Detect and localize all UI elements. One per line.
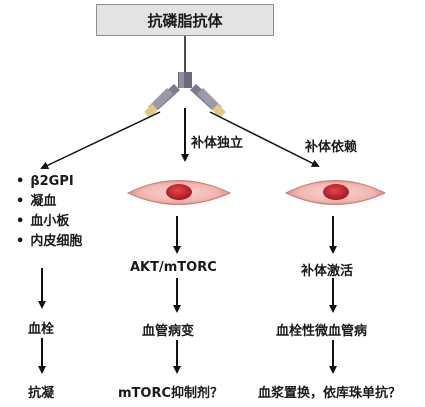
center-step-1: AKT/mTORC — [130, 260, 217, 275]
right-step-3: 血浆置换，依库珠单抗？ — [258, 386, 402, 401]
title-box: 抗磷脂抗体 — [96, 4, 274, 36]
arrow-left-branch — [40, 111, 161, 170]
center-step-2: 血管病变 — [142, 324, 195, 339]
list-item: β2GPI — [16, 172, 82, 192]
antibody-icon — [144, 72, 226, 118]
branch-right-label: 补体依赖 — [305, 140, 358, 155]
endothelial-cell-right-icon — [284, 180, 387, 205]
branch-center-label: 补体独立 — [191, 136, 244, 151]
list-item: 凝血 — [16, 192, 82, 212]
endothelial-cell-center-icon — [126, 180, 232, 205]
arrow-right-branch — [209, 111, 320, 167]
center-step-3: mTORC抑制剂？ — [118, 386, 224, 401]
left-factor-list: β2GPI 凝血 血小板 内皮细胞 — [16, 172, 82, 252]
list-item: 内皮细胞 — [16, 232, 82, 252]
left-step-2: 抗凝 — [28, 386, 55, 401]
list-item: 血小板 — [16, 212, 82, 232]
right-step-2: 血栓性微血管病 — [276, 324, 368, 339]
right-step-1: 补体激活 — [301, 264, 354, 279]
left-step-1: 血栓 — [28, 322, 55, 337]
